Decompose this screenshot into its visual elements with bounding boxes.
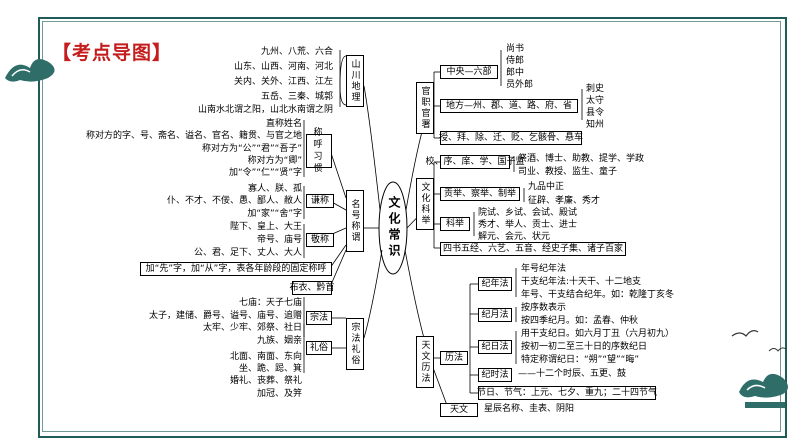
xiao-item: 司业、教授、监生、童子 (518, 167, 618, 177)
chenghu-item: 称对方为“公”“君”“吾子” (202, 144, 302, 154)
difang-item: 刺史 (586, 84, 605, 94)
chenghu-item: 加“令”“仁”“贤”字 (229, 168, 302, 178)
jingcheng-item: 帝号、庙号 (256, 235, 302, 245)
lisu-item: 北面、南面、东向 (229, 352, 302, 362)
lifa-node: 历法 (440, 351, 468, 365)
zongfa-item: 九族、姻亲 (256, 336, 302, 346)
tw-node: 天文 (440, 403, 478, 417)
center-node: 文化常识 (387, 196, 401, 260)
jinian-item: 年号、干支结合纪年。如：乾隆丁亥冬 (521, 290, 675, 300)
zongfa-sub-node: 宗法 (306, 311, 332, 325)
xiao-item: 祭酒、博士、助教、提学、学政 (518, 154, 645, 164)
gongju-item: 九品中正 (528, 182, 565, 192)
jishi-item: ——十二个时辰、五更、鼓 (518, 369, 627, 379)
jiyue-node: 纪月法 (478, 308, 512, 322)
zhongyang-item: 员外郎 (506, 80, 534, 90)
bird-icon (731, 330, 759, 337)
shanchuan-node: 山川地理 (346, 55, 364, 107)
difang-node: 地方—州、郡、道、路、府、省 (440, 99, 578, 113)
lisu-item: 婚礼、丧葬、祭礼 (229, 376, 302, 386)
qiancheng-item: 仆、不才、不佞、愚、鄙人、敝人 (166, 196, 302, 206)
lisu-item: 加冠、及笄 (256, 389, 302, 399)
difang-item: 县令 (586, 108, 605, 118)
jingcheng-node: 敬称 (306, 233, 334, 247)
tianwen-node: 天文历法 (416, 336, 434, 388)
jinian-node: 纪年法 (478, 277, 512, 291)
zongfa-node: 宗法礼俗 (346, 318, 364, 370)
difang-item: 太守 (586, 96, 605, 106)
zhongyang-node: 中央—六部 (440, 65, 498, 79)
zhongyang-item: 郎中 (506, 68, 525, 78)
zhongyang-item: 尚书 (506, 44, 525, 54)
jingcheng-item: 公、君、足下、丈人、大人 (193, 248, 302, 258)
cloud-decoration-left (5, 59, 55, 82)
jiyue-item: 按序数表示 (521, 303, 567, 313)
chenghu-item: 直称姓名 (265, 119, 302, 129)
zongfa-item: 太牢、少牢、郊祭、社日 (202, 323, 302, 333)
kju-item: 解元、会元、状元 (478, 232, 551, 242)
zongfa-item: 太子，建储、爵号、谥号、庙号、追赠 (148, 311, 302, 321)
zhongyang-item: 侍郎 (506, 56, 525, 66)
jiri-item: 用干支纪日。如六月丁丑（六月初九） (521, 329, 675, 339)
page-title: 【考点导图】 (52, 42, 173, 64)
jiri-item: 特定称谓纪日：“朔”“望”“晦” (521, 355, 639, 365)
zongfa-item: 七庙：天子七庙 (238, 298, 302, 308)
cloud-decoration-right (739, 373, 788, 408)
chenghu-item: 称对方的字、号、斋名、谥名、官名、籍贯、与官之地 (85, 131, 302, 141)
kju-node: 科举 (440, 217, 470, 231)
chenghu-node: 称呼习惯 (306, 128, 332, 174)
jishi-node: 纪时法 (478, 368, 512, 382)
difang-item: 知州 (586, 120, 605, 130)
gongju-node: 贡举、察举、制举 (440, 187, 520, 201)
jieri-node: 节日、节气：上元、七夕、重九；二十四节气 (477, 386, 657, 400)
outer-frame (38, 17, 787, 438)
chenghu-item: 称对方为“卿” (247, 156, 302, 166)
shanchuan-item: 山南水北谓之阳，山北水南谓之阴 (197, 105, 333, 115)
guanzhi-node: 官职官署 (416, 82, 434, 134)
jinian-item: 年号纪年法 (521, 264, 567, 274)
keju-node: 文化科举 (416, 178, 434, 230)
qiancheng-item: 寡人、朕、孤 (247, 184, 302, 194)
jingcheng-item: 陛下、皇上、大王 (229, 222, 302, 232)
inner-frame (42, 21, 781, 432)
shanchuan-item: 关内、关外、江西、江左 (233, 77, 333, 87)
xiao-node: 校、序、庠、学、国子监 (426, 155, 525, 169)
xian-cong-node: 加“先”字，加“从”字，表各年龄段的固定称呼 (140, 262, 332, 276)
shanchuan-item: 山东、山西、河南、河北 (233, 62, 333, 72)
jiri-item: 按初一初二至三十日的序数纪日 (521, 342, 648, 352)
kju-item: 秀才、举人、贡士、进士 (478, 220, 578, 230)
mingji-node: 名号称谓 (346, 190, 364, 252)
lisu-item: 坐、跪、跽、箕 (238, 364, 302, 374)
shu-node: 四书五经、六艺、五音、经史子集、诸子百家 (440, 242, 626, 256)
qiancheng-node: 谦称 (306, 194, 334, 208)
buyi-node: 布衣、黔首 (290, 281, 335, 295)
jiri-node: 纪日法 (478, 340, 512, 354)
bird-icon-2 (768, 347, 787, 352)
kju-item: 院试、乡试、会试、殿试 (478, 208, 578, 218)
qiancheng-item: 加“家”“舍”字 (247, 209, 302, 219)
shanchuan-item: 五岳、三秦、城郭 (260, 92, 333, 102)
lisu-node: 礼俗 (306, 341, 332, 355)
gongju-item: 征辟、孝廉、秀才 (528, 196, 601, 206)
shanchuan-item: 九州、八荒、六合 (260, 47, 333, 57)
tw-item: 星辰名称、圭表、阴阳 (484, 404, 575, 414)
guanzhi-verbs-node: 授、拜、除、迁、贬、乞骸骨、悬车 (439, 131, 583, 145)
jiyue-item: 按四季纪月。如：孟春、仲秋 (521, 316, 639, 326)
jinian-item: 干支纪年法:十天干、十二地支 (521, 277, 642, 287)
